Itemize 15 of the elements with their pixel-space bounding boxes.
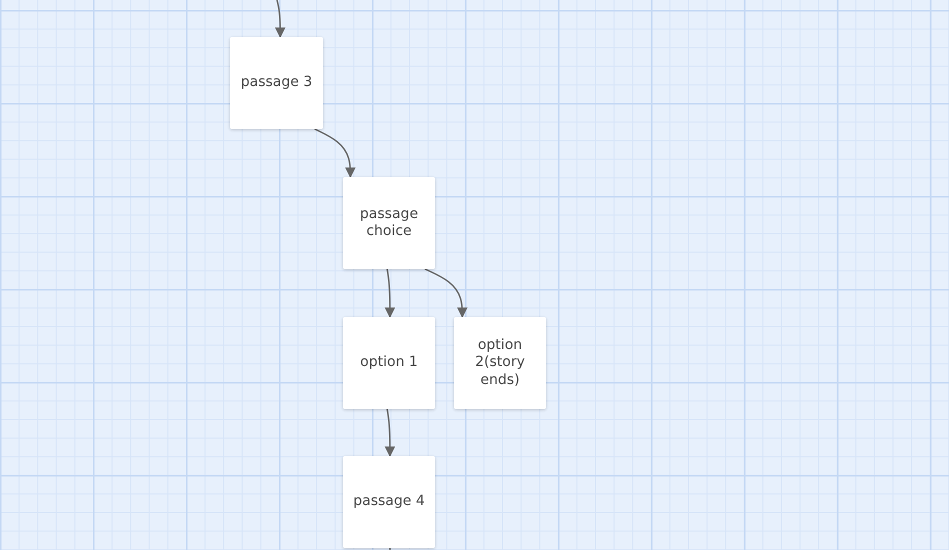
passage-card bbox=[343, 456, 435, 548]
arrow bbox=[314, 128, 356, 178]
arrow bbox=[274, 0, 286, 38]
passage-title: passage 4 bbox=[353, 493, 425, 511]
arrow bbox=[384, 408, 396, 458]
passage-card bbox=[230, 37, 323, 129]
passage-title: option 2(story ends) bbox=[474, 336, 526, 390]
passage-card bbox=[454, 317, 546, 409]
arrow bbox=[384, 268, 396, 318]
passage-title: option 1 bbox=[360, 354, 418, 372]
passage-card bbox=[343, 177, 435, 269]
passage-card bbox=[343, 317, 435, 409]
passage-title: passage 3 bbox=[240, 74, 312, 92]
arrow bbox=[424, 268, 468, 318]
passage-title: passage choice bbox=[358, 206, 420, 240]
